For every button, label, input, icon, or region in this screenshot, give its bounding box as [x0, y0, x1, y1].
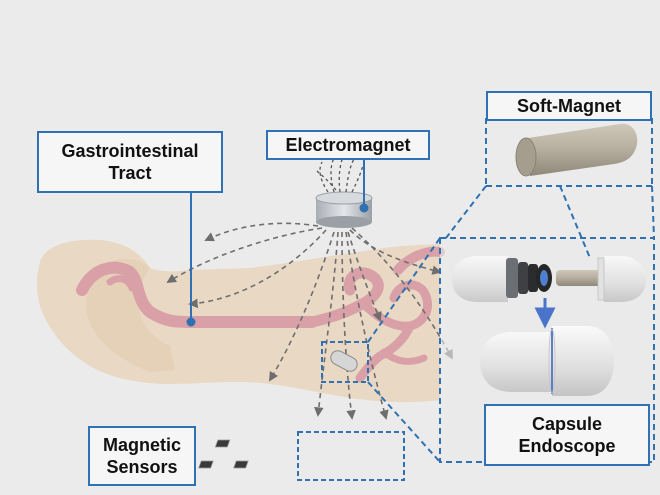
- gastrointestinal-tract-label: Gastrointestinal Tract: [37, 131, 223, 193]
- gi-tract: [76, 246, 445, 383]
- electromagnet-text: Electromagnet: [285, 135, 411, 155]
- capsule-endoscope-label: Capsule Endoscope: [484, 404, 650, 466]
- soft-magnet-icon: [515, 123, 638, 177]
- soft-magnet-label: Soft-Magnet: [486, 91, 652, 121]
- soft-magnet-panel: [445, 118, 655, 259]
- capsule-in-body: [321, 341, 369, 383]
- gastrointestinal-line1: Gastrointestinal: [61, 141, 199, 161]
- soft-magnet-text: Soft-Magnet: [517, 96, 621, 116]
- electromagnet-label: Electromagnet: [266, 130, 430, 160]
- sensors-line2: Sensors: [106, 457, 178, 477]
- label-connectors: [186, 158, 369, 327]
- sensors-line1: Magnetic: [102, 435, 181, 455]
- capsule-exploded-icon: [452, 256, 646, 302]
- capsule-zoom-lines: [367, 237, 441, 463]
- capsule-assembled-icon: [480, 326, 614, 396]
- capsule-line1: Capsule: [531, 414, 603, 434]
- gastrointestinal-line2: Tract: [108, 163, 152, 183]
- capsule-line2: Endoscope: [518, 436, 616, 456]
- electromagnet-icon: [315, 153, 373, 228]
- magnetic-field-lines: [166, 222, 453, 420]
- magnetic-sensors-label: Magnetic Sensors: [88, 426, 196, 486]
